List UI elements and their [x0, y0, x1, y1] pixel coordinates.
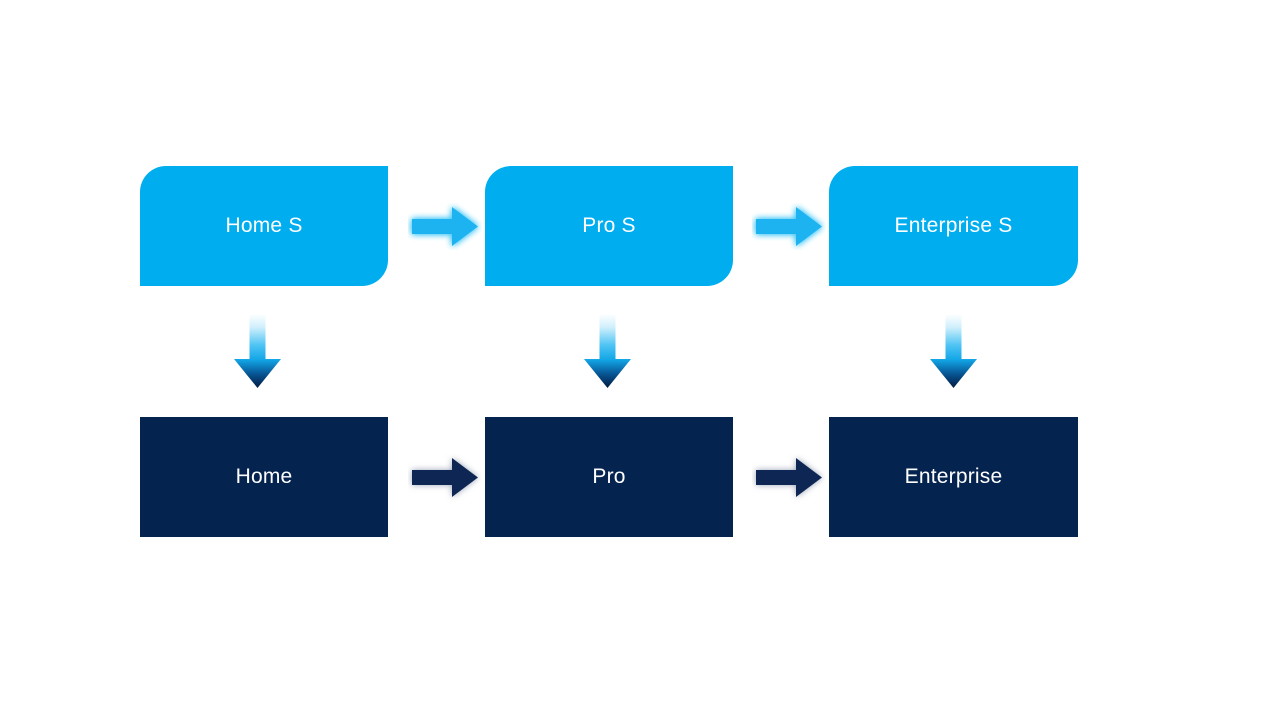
node-pro[interactable]: Pro: [485, 417, 733, 537]
node-home[interactable]: Home: [140, 417, 388, 537]
arrow-right-icon-home-to-pro: [408, 454, 482, 501]
node-enterprise[interactable]: Enterprise: [829, 417, 1078, 537]
node-pro-s-label: Pro S: [582, 213, 636, 237]
arrow-down-icon-pro-s-to-pro: [581, 312, 634, 390]
arrow-right-icon-pro-s-to-enterprise-s: [752, 203, 826, 250]
arrow-right-icon-pro-to-enterprise: [752, 454, 826, 501]
node-enterprise-s[interactable]: Enterprise S: [829, 166, 1078, 286]
node-home-s[interactable]: Home S: [140, 166, 388, 286]
arrow-down-icon-enterprise-s-to-enterprise: [927, 312, 980, 390]
node-enterprise-s-label: Enterprise S: [894, 213, 1013, 237]
node-pro-label: Pro: [592, 464, 626, 488]
node-home-s-label: Home S: [225, 213, 303, 237]
arrow-right-icon-home-s-to-pro-s: [408, 203, 482, 250]
node-pro-s[interactable]: Pro S: [485, 166, 733, 286]
node-home-label: Home: [235, 464, 293, 488]
node-enterprise-label: Enterprise: [904, 464, 1003, 488]
arrow-down-icon-home-s-to-home: [231, 312, 284, 390]
